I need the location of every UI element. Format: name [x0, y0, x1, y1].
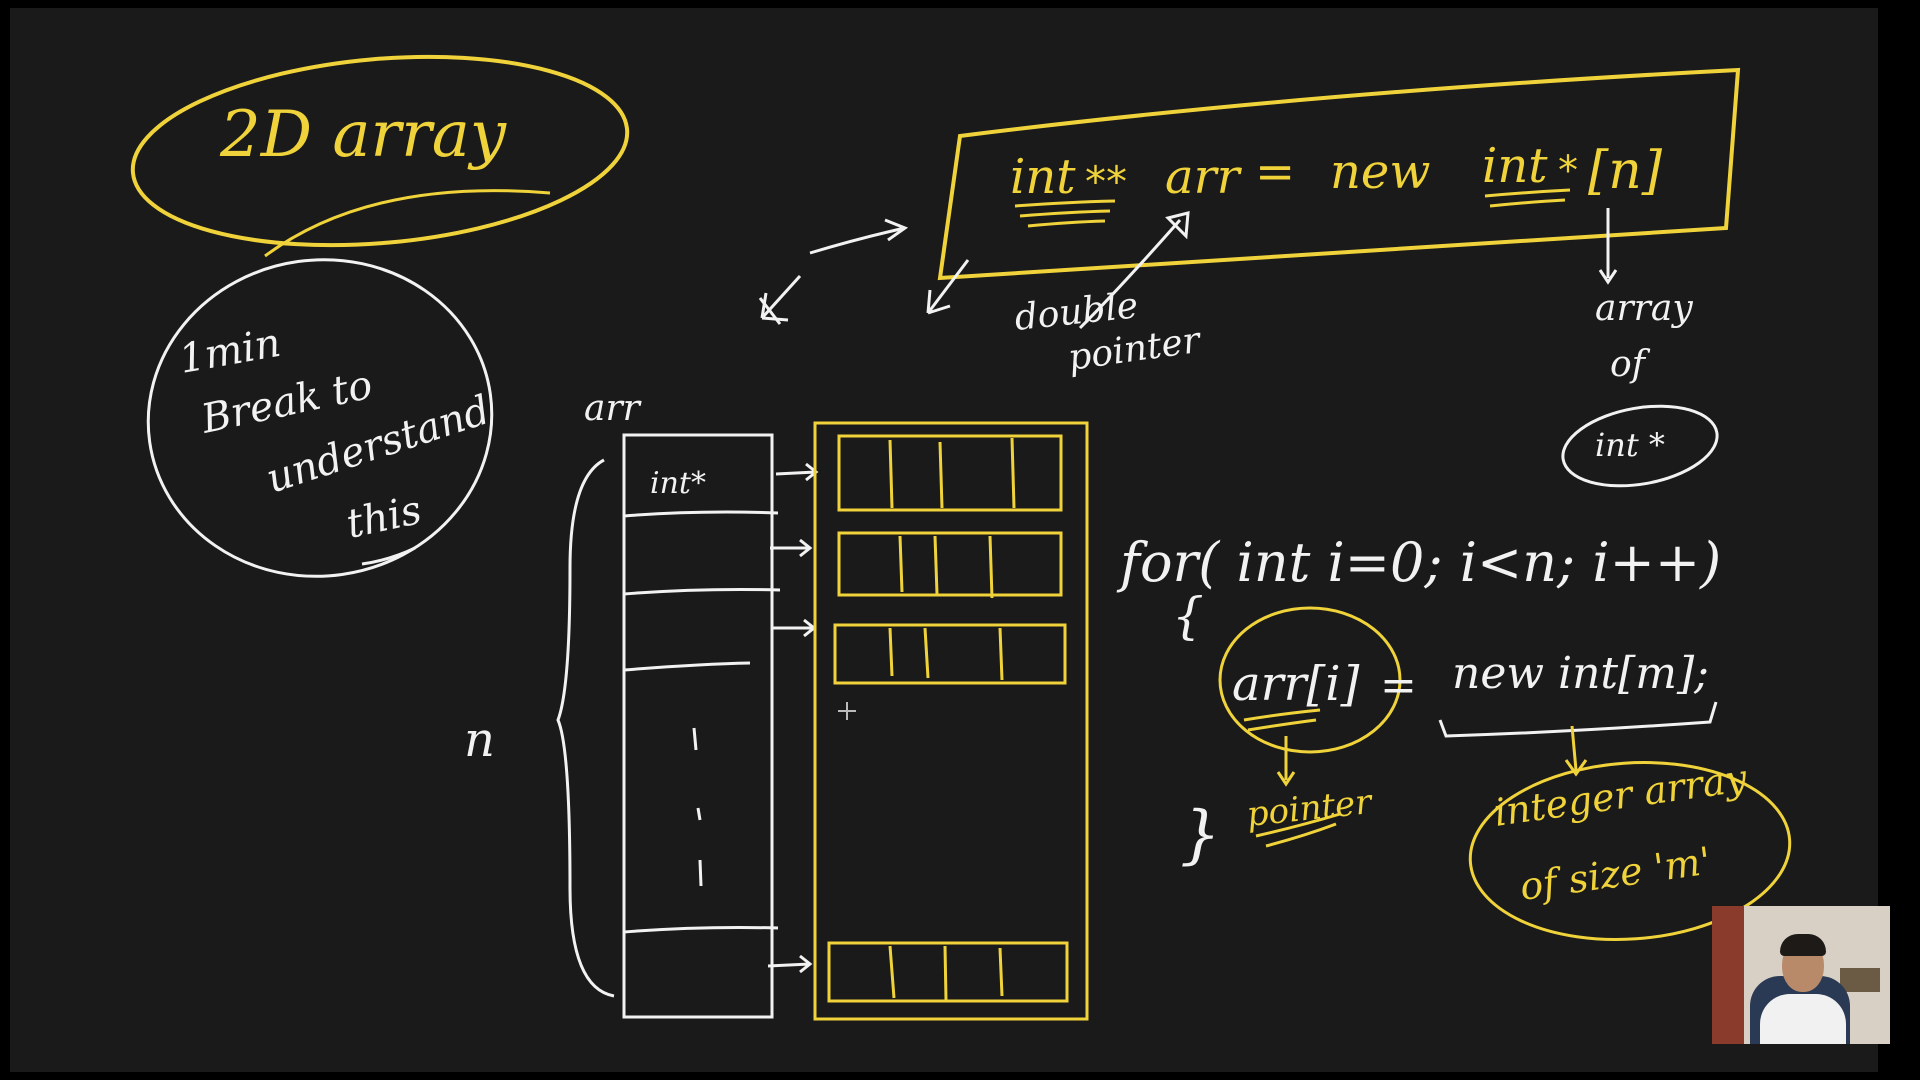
n-label: n	[464, 712, 495, 768]
decl-stars: **	[1085, 157, 1127, 206]
of-label: of	[1610, 344, 1651, 385]
array-label: array	[1595, 288, 1693, 329]
decl-rhs-star: *	[1558, 148, 1578, 194]
decl-new: new	[1330, 144, 1430, 200]
integer-rows-container	[813, 421, 1089, 1021]
n-brace	[556, 458, 615, 998]
pointer-label: pointer	[1245, 782, 1375, 835]
pointer-array-column	[622, 433, 781, 1019]
assign-rhs: new int[m];	[1452, 648, 1709, 699]
decl-equals: =	[1255, 144, 1295, 200]
for-open-brace: {	[1172, 587, 1204, 645]
ink-layer: 2D array 1min Break to understand this i…	[130, 54, 1792, 1021]
break-note: 1min Break to understand this	[146, 258, 495, 578]
break-line-4: this	[343, 487, 426, 548]
decl-int: int	[1010, 149, 1076, 205]
assign-eq: =	[1380, 660, 1417, 711]
for-close-brace: }	[1180, 798, 1221, 872]
arr-i-bubble: arr[i]	[1218, 606, 1402, 754]
arr-label: arr	[584, 388, 642, 429]
int-ptr-label: int *	[1595, 426, 1665, 464]
decl-size: [n]	[1588, 141, 1663, 201]
integer-array-line-1: integer array	[1491, 756, 1750, 835]
decl-int-rhs: int	[1482, 138, 1548, 194]
row-arrows	[767, 462, 819, 974]
assign-lhs: arr[i]	[1232, 656, 1360, 712]
declaration-box: int ** arr = new int * [n]	[937, 67, 1741, 281]
rhs-underline	[1438, 701, 1718, 738]
break-line-1: 1min	[176, 320, 284, 383]
title-bubble: 2D array	[130, 54, 630, 258]
int-star-cell: int*	[650, 466, 706, 501]
arrow-group-left	[758, 211, 1190, 330]
decl-arr: arr	[1165, 149, 1243, 205]
title-text: 2D array	[219, 98, 507, 172]
for-loop-header: for( int i=0; i<n; i++)	[1116, 531, 1721, 594]
crosshair-cursor-icon	[838, 702, 856, 720]
whiteboard-canvas[interactable]: 2D array 1min Break to understand this i…	[10, 8, 1878, 1072]
integer-array-line-2: of size 'm'	[1517, 839, 1713, 909]
presenter-webcam	[1712, 906, 1890, 1044]
array-of-annotation: array of int *	[1561, 208, 1719, 488]
